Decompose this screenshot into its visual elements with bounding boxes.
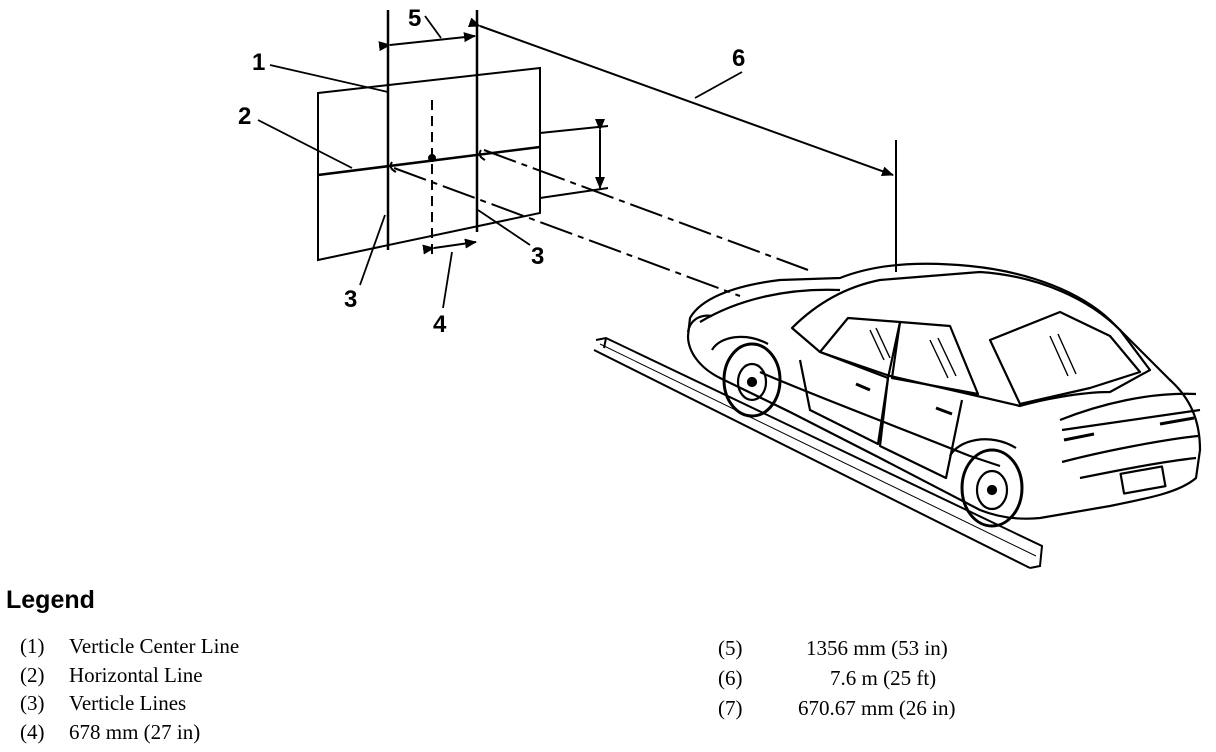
callout-3-right: 3	[531, 243, 544, 270]
callout-6: 6	[732, 45, 745, 72]
aiming-screen	[317, 10, 541, 262]
horizontal-line	[317, 145, 541, 177]
front-wheel	[722, 342, 782, 418]
legend-item-3: (3)Verticle Lines	[20, 691, 187, 715]
center-point	[428, 154, 436, 162]
legend-title: Legend	[6, 586, 95, 614]
legend-item-7: (7)670.67 mm (26 in)	[718, 696, 956, 720]
dim-4-line	[422, 238, 477, 255]
legend-item-6: (6)7.6 m (25 ft)	[718, 666, 937, 690]
callout-2: 2	[238, 103, 251, 130]
callout-1: 1	[252, 49, 265, 76]
callout-4: 4	[433, 311, 447, 338]
dim-6-line	[467, 17, 894, 176]
callout-labels: 1 2 3 3 4 5 6	[238, 5, 745, 338]
legend-item-5: (5)1356 mm (53 in)	[718, 636, 948, 660]
callout-3-left: 3	[344, 286, 357, 313]
screen-panel	[317, 66, 541, 262]
dim-5-line	[378, 32, 476, 52]
floor-rail	[593, 336, 1044, 569]
projection-line-lower	[393, 167, 741, 297]
legend-item-4: (4)678 mm (27 in)	[20, 720, 201, 744]
legend-item-2: (2)Horizontal Line	[20, 663, 203, 687]
projection-line-upper	[483, 149, 809, 271]
dimension-lines	[378, 17, 897, 297]
license-plate	[1119, 465, 1167, 495]
headlamp-aiming-diagram: 1 2 3 3 4 5 6	[238, 5, 1202, 569]
legend-item-1: (1)Verticle Center Line	[20, 634, 240, 658]
car-illustration	[686, 262, 1202, 528]
rear-wheel	[960, 448, 1024, 528]
callout-5: 5	[408, 5, 421, 32]
leader-lines	[257, 15, 743, 309]
